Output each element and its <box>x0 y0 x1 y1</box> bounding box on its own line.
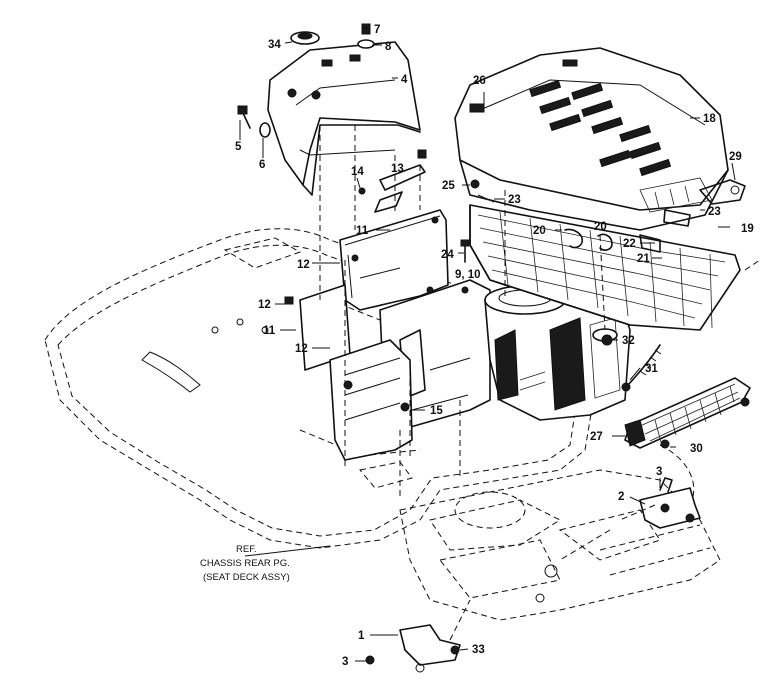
front-grille-part-27 <box>624 377 751 449</box>
screw-part-24 <box>460 239 470 263</box>
callout-5: 5 <box>235 141 242 153</box>
chassis-frame-outline <box>399 469 721 621</box>
cable-part-30 <box>659 439 695 506</box>
callout-22: 22 <box>623 238 636 250</box>
callout-20: 20 <box>533 225 546 237</box>
hood-part-18 <box>454 47 729 231</box>
spring-part-31 <box>621 344 662 392</box>
callout-13: 13 <box>391 163 404 175</box>
callout-3-lower: 3 <box>342 656 348 668</box>
clip-parts-20 <box>564 228 613 251</box>
callout-32: 32 <box>622 335 635 347</box>
callout-30: 30 <box>690 443 703 455</box>
callout-12-mid: 12 <box>258 299 271 311</box>
reference-note: REF. CHASSIS REAR PG. (SEAT DECK ASSY) <box>200 544 290 583</box>
hinge-bracket-part-2 <box>639 477 701 529</box>
callout-25: 25 <box>442 180 455 192</box>
bracket-part-13 <box>358 149 427 213</box>
leader-lines <box>239 27 736 662</box>
panel-part-11-upper <box>339 209 449 311</box>
reference-note-line-3: (SEAT DECK ASSY) <box>203 572 290 583</box>
callout-33: 33 <box>472 644 485 656</box>
clip-part-22 <box>639 234 661 253</box>
callout-29: 29 <box>729 151 742 163</box>
callout-3-upper: 3 <box>656 466 662 478</box>
plug-part-34 <box>290 31 320 45</box>
callout-1: 1 <box>358 630 365 642</box>
hood-vent-slots <box>529 79 672 177</box>
callout-4: 4 <box>401 74 408 86</box>
callout-31: 31 <box>645 363 658 375</box>
assembly-lines <box>319 125 761 641</box>
callout-21: 21 <box>637 253 650 265</box>
callout-27: 27 <box>590 431 603 443</box>
reference-note-line-2: CHASSIS REAR PG. <box>200 558 290 569</box>
callout-18: 18 <box>703 113 716 125</box>
callout-8: 8 <box>385 41 392 53</box>
callout-14: 14 <box>351 166 364 178</box>
hood-hardware-parts-23-25-29 <box>470 179 746 227</box>
callout-20-right: 20 <box>594 221 607 233</box>
panel-part-11-lower <box>284 284 413 461</box>
callout-11-lower: 11 <box>263 325 276 337</box>
callout-12-upper: 12 <box>297 259 310 271</box>
callout-15: 15 <box>430 405 443 417</box>
callout-labels: 34 7 8 4 5 6 14 13 26 18 29 25 23 23 19 … <box>235 24 754 668</box>
hinge-bracket-part-1 <box>365 624 461 673</box>
callout-26: 26 <box>473 75 486 87</box>
top-cover-part-4 <box>267 41 421 196</box>
bolt-washer-parts-5-6 <box>237 105 271 138</box>
callout-24: 24 <box>441 249 454 261</box>
callout-7: 7 <box>374 24 380 36</box>
hardware-parts-7-8 <box>357 23 375 49</box>
reference-note-line-1: REF. <box>236 544 257 555</box>
callout-12-lower: 12 <box>295 343 308 355</box>
callout-9-10: 9, 10 <box>455 269 481 281</box>
callout-23: 23 <box>508 194 521 206</box>
callout-34: 34 <box>268 39 281 51</box>
callout-11-upper: 11 <box>356 225 369 237</box>
callout-6: 6 <box>259 159 265 171</box>
callout-23-right: 23 <box>708 206 721 218</box>
callout-2: 2 <box>618 491 624 503</box>
grille-basket-part-19 <box>469 204 741 331</box>
callout-19: 19 <box>741 223 754 235</box>
